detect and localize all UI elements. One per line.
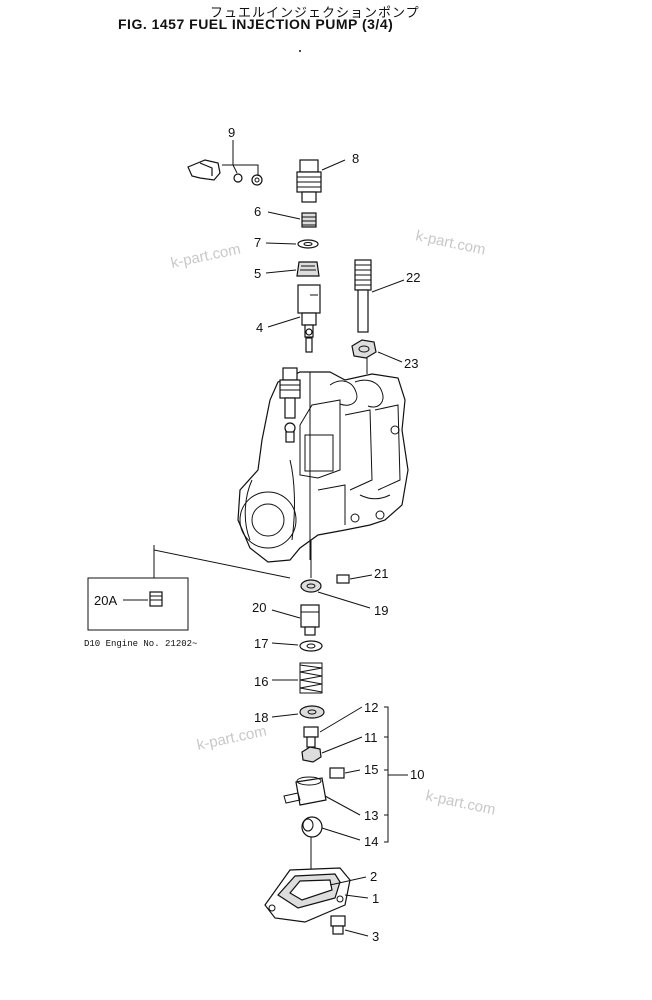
callout-5: 5 [254,266,261,281]
inset-note: D10 Engine No. 21202~ [84,639,197,649]
part-5-valve [265,261,320,277]
callout-21: 21 [374,566,388,581]
part-13-tappet [283,776,361,816]
part-8-valve-holder [296,159,346,203]
callout-4: 4 [256,320,263,335]
watermark: k-part.com [424,787,497,818]
part-6-spring [267,211,317,228]
part-19-tappet [300,540,373,609]
callout-11: 11 [364,730,378,745]
callout-1: 1 [372,891,379,906]
callout-22: 22 [406,270,420,285]
callout-12: 12 [364,700,378,715]
watermark: k-part.com [414,227,487,258]
callout-18: 18 [254,710,268,725]
part-20-plunger-guide [271,604,320,636]
callout-6: 6 [254,204,261,219]
callout-16: 16 [254,674,268,689]
inset-box-20A: 20A D10 Engine No. 21202~ [84,577,197,649]
callout-3: 3 [372,929,379,944]
part-22-rod [354,259,405,333]
part-3-bolt [330,915,369,937]
callout-14: 14 [364,834,378,849]
callout-9: 9 [228,125,235,140]
bracket-10 [384,706,408,843]
part-9-clip [187,140,263,186]
figure-title: FIG. 1457 FUEL INJECTION PUMP (3/4) [118,16,394,32]
part-7-gasket [265,239,319,249]
part-18-spring-seat [271,705,325,719]
watermark: k-part.com [169,241,242,272]
callout-13: 13 [364,808,378,823]
inset-label: 20A [94,593,117,608]
callout-17: 17 [254,636,268,651]
callout-23: 23 [404,356,418,371]
callout-15: 15 [364,762,378,777]
part-17-washer [271,640,323,652]
callout-19: 19 [374,603,388,618]
part-23-nut [351,339,403,363]
part-15-bolt [329,767,361,779]
callout-2: 2 [370,869,377,884]
part-16-spring [272,662,323,694]
part-14-roller [301,816,361,870]
watermark: k-part.com [195,723,268,754]
dot-mark [299,50,301,52]
callout-20: 20 [252,600,266,615]
callout-10: 10 [410,767,424,782]
part-11-nut [301,736,363,763]
callout-8: 8 [352,151,359,166]
part-4-plunger [267,284,321,353]
part-1-cover [264,867,369,923]
callout-7: 7 [254,235,261,250]
japanese-title: フュエルインジェクションポンプ [210,6,420,21]
pump-body [237,358,409,563]
